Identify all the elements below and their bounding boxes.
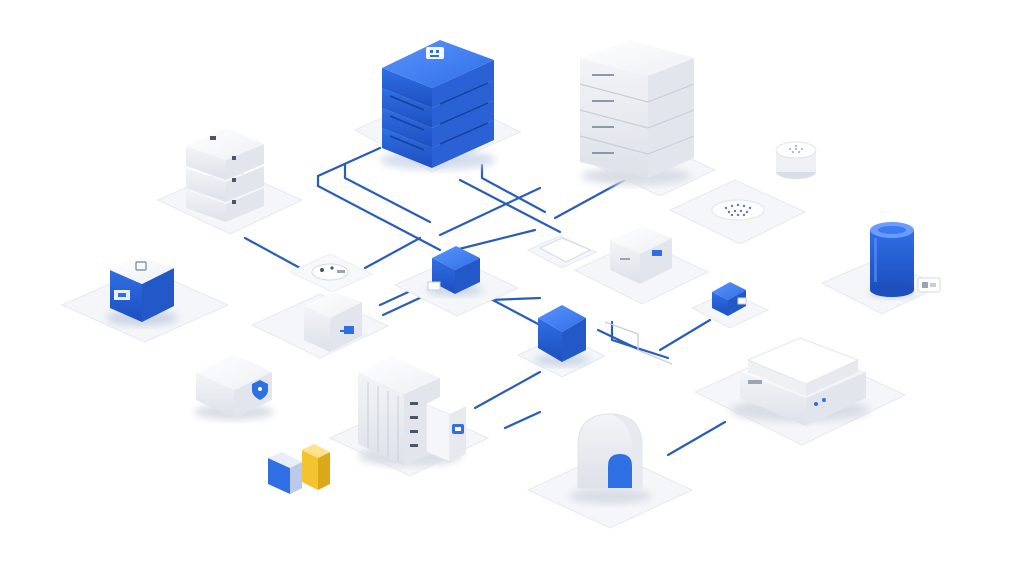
- device-badge-icon: [452, 424, 464, 434]
- blade-chassis[interactable]: [358, 356, 466, 466]
- small-server-stack[interactable]: [186, 128, 264, 222]
- sensor-cube[interactable]: [712, 282, 747, 316]
- gateway-slab[interactable]: [538, 237, 592, 263]
- gateway-box[interactable]: [610, 226, 672, 284]
- arch-device[interactable]: [568, 413, 652, 504]
- link-central-to-hub: [343, 163, 432, 224]
- link-switch-right: [658, 318, 712, 352]
- link-rack-to-hub: [480, 163, 547, 214]
- link-hub-line: [458, 178, 562, 234]
- mesh-pad[interactable]: [711, 199, 765, 221]
- link-left-to-router: [243, 236, 302, 270]
- router-box[interactable]: [427, 246, 483, 296]
- link-central-to-router: [316, 146, 442, 252]
- link-hub-switch: [488, 296, 542, 302]
- module-box[interactable]: [304, 292, 362, 352]
- link-router-mid: [438, 186, 542, 237]
- cylinder-tag: [917, 277, 941, 293]
- link-blade-hub: [473, 370, 542, 410]
- speaker-puck[interactable]: [775, 141, 817, 179]
- mouse-device[interactable]: [311, 263, 349, 281]
- central-server-stack[interactable]: [380, 40, 496, 170]
- link-switch-right-2: [610, 320, 670, 360]
- link-router-sensor: [363, 236, 422, 270]
- link-arch-appliance: [666, 420, 727, 457]
- security-box[interactable]: [194, 354, 274, 420]
- shield-icon: [252, 380, 268, 400]
- color-blocks[interactable]: [268, 444, 330, 494]
- bracket-outline: [604, 321, 673, 365]
- cylinder-device[interactable]: [870, 222, 941, 298]
- usb-pod[interactable]: [106, 256, 178, 326]
- storage-rack[interactable]: [579, 40, 695, 185]
- link-router-to-gateway-a: [453, 228, 537, 252]
- network-appliance[interactable]: [730, 337, 870, 426]
- server-top-icon: [426, 47, 444, 59]
- usb-top-icon: [135, 261, 147, 271]
- link-blade-arch: [503, 410, 542, 430]
- hub-cube[interactable]: [534, 305, 590, 366]
